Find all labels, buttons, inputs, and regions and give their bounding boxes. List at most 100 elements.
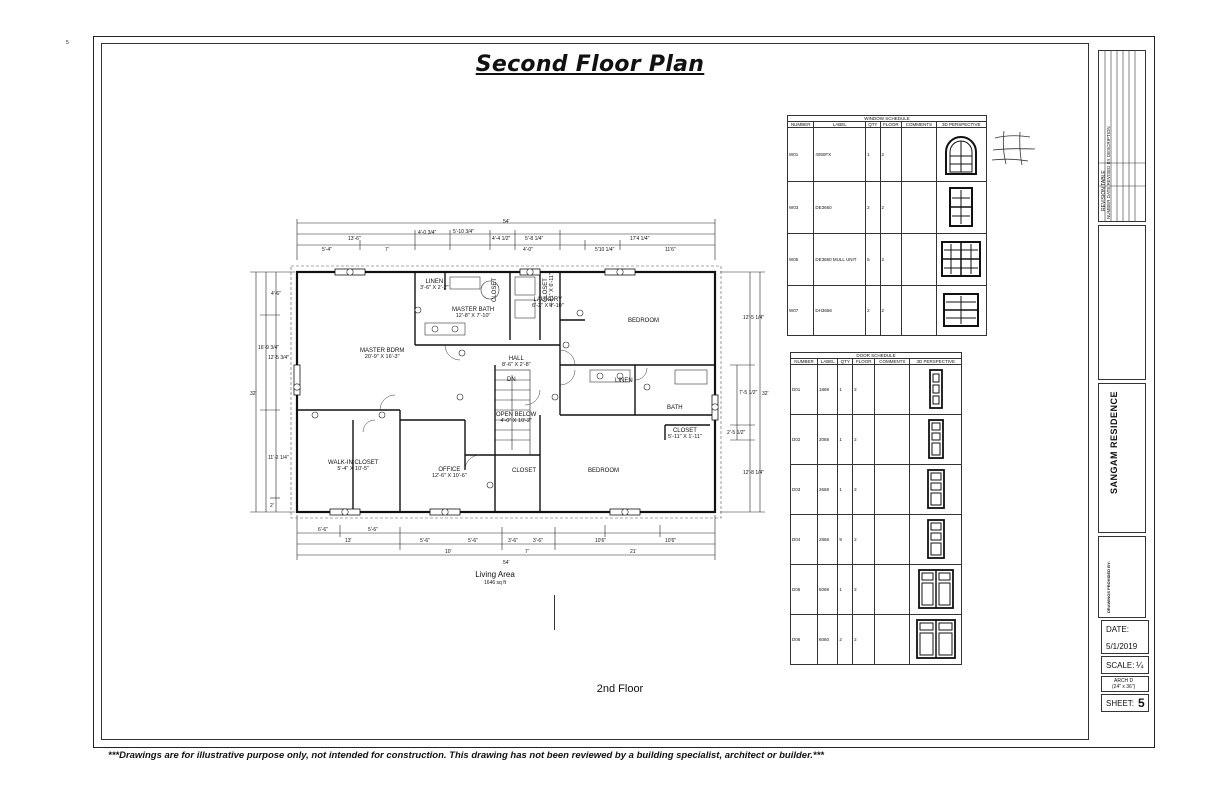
door-label: 5068 <box>816 564 839 615</box>
room-office: OFFICE 12'-6" X 10'-6" <box>432 467 467 479</box>
date-value: 5/1/2019 <box>1106 642 1138 651</box>
room-closet-small: CLOSET <box>492 278 498 302</box>
sheet-block: SHEET: 5 <box>1101 694 1149 712</box>
date-block: DATE: 5/1/2019 <box>1101 620 1149 654</box>
dim-left-5: 2' <box>270 503 274 509</box>
door-floor: 2 <box>852 414 876 465</box>
scale-label: SCALE: <box>1106 661 1135 670</box>
window-qty: 1 <box>865 127 881 182</box>
floor-plan-drawing <box>250 219 765 560</box>
window-perspective <box>935 233 988 286</box>
room-bedroom-1: BEDROOM <box>628 318 659 324</box>
room-name: WALK-IN CLOSET <box>328 460 379 466</box>
dim-top-r5: 11'6" <box>665 247 676 253</box>
door-qty: 1 <box>837 414 854 465</box>
panel-door-icon <box>926 519 945 559</box>
window-number: W03 <box>786 181 815 234</box>
door-comments <box>874 464 911 515</box>
mull-window-icon <box>941 241 982 277</box>
room-size: 8'-6" X 2'-8" <box>502 362 531 368</box>
door-perspective <box>909 464 962 515</box>
door-perspective <box>909 614 962 665</box>
drawings-by-block: DRAWINGS PROVIDED BY: <box>1098 536 1146 618</box>
room-size: 5'-4" X 10'-5" <box>337 466 370 472</box>
table-row: W05 DE3660 MULL UNIT 5 2 <box>786 233 988 286</box>
room-size: 4'-11" X 6'-11" <box>549 273 555 307</box>
dim-top-r4: 5'10 1/4" <box>595 247 615 253</box>
door-number: D01 <box>790 364 818 415</box>
door-perspective <box>909 564 962 615</box>
room-size: 12'-6" X 10'-6" <box>432 473 467 479</box>
table-row: W03 DE3660 2 2 <box>786 181 988 234</box>
door-label: 2068 <box>816 414 839 465</box>
arch-window-icon <box>945 136 978 175</box>
dim-bot-r5: 3'-6" <box>508 538 518 544</box>
room-name: CLOSET <box>512 468 537 474</box>
door-label: 2668 <box>816 464 839 515</box>
dim-bot-total: 54' <box>503 560 510 566</box>
paper-block: ARCH D (24" x 36") <box>1101 676 1149 692</box>
room-closet-1: CLOSET 4'-11" X 6'-11" <box>543 273 555 307</box>
window-label: DH3656 <box>813 285 867 336</box>
room-name: LAUNDRY <box>533 297 563 303</box>
room-laundry: LAUNDRY 6'-2" X 7'-10" <box>532 297 564 309</box>
door-qty: 1 <box>837 464 854 515</box>
double-hung-window-icon <box>949 187 974 227</box>
room-name: BEDROOM <box>628 318 660 324</box>
dim-bot-r3: 5'-6" <box>420 538 430 544</box>
window-perspective <box>935 285 988 336</box>
dim-bot-4: 21' <box>630 549 637 555</box>
dim-top-3: 5'-10 3/4" <box>453 229 475 235</box>
paper-label: ARCH D <box>1114 678 1134 684</box>
window-label: 4050FX <box>813 127 867 182</box>
scale-block: SCALE: ¼ <box>1101 656 1149 674</box>
door-label: 1868 <box>816 364 839 415</box>
date-label: DATE: <box>1106 625 1129 634</box>
room-hall: HALL 8'-6" X 2'-8" <box>502 356 531 368</box>
room-closet-3: CLOSET <box>512 468 536 474</box>
door-floor: 2 <box>852 564 876 615</box>
room-name: HALL <box>508 356 524 362</box>
revision-grid <box>1099 51 1145 221</box>
dim-top-total: 54' <box>503 219 510 225</box>
dim-left-2: 16'-9 3/4" <box>258 345 280 351</box>
room-name: MASTER BDRM <box>360 348 405 354</box>
room-walkin-closet: WALK-IN CLOSET 5'-4" X 10'-5" <box>328 460 378 472</box>
window-comments <box>901 127 937 182</box>
sheet-outer-border <box>93 36 1155 748</box>
door-perspective <box>909 414 962 465</box>
window-comments <box>901 285 937 336</box>
table-row: W01 4050FX 1 2 <box>786 127 988 182</box>
door-number: D03 <box>790 464 818 515</box>
blank-block <box>1098 225 1146 380</box>
room-name: OPEN BELOW <box>496 412 537 418</box>
dim-right-2: 7'-5 1/2" <box>739 390 758 396</box>
table-row: D03 2668 1 2 <box>790 464 962 515</box>
room-bedroom-2: BEDROOM <box>588 468 619 474</box>
dim-top-2: 4'-0 3/4" <box>418 230 437 236</box>
room-name: LINEN <box>615 378 633 384</box>
door-comments <box>874 564 911 615</box>
window-comments <box>901 181 937 234</box>
window-number: W05 <box>786 233 815 286</box>
door-floor: 2 <box>852 464 876 515</box>
room-linen-1: LINEN 3'-6" X 2'-2" <box>420 279 449 291</box>
door-number: D05 <box>790 564 818 615</box>
sheet-inner-border <box>101 43 1089 740</box>
window-qty: 2 <box>865 285 881 336</box>
panel-door-icon <box>927 419 944 459</box>
sketch-mark-icon <box>991 130 1036 166</box>
dim-left-1: 4'-6" <box>271 291 281 297</box>
dim-bot-r1: 6'-6" <box>318 527 328 533</box>
room-name: MASTER BATH <box>452 307 495 313</box>
dim-top-1: 13'-6" <box>348 236 361 242</box>
paper-size: (24" x 36") <box>1112 684 1136 690</box>
window-qty: 2 <box>865 181 881 234</box>
room-name: LINEN <box>425 279 444 285</box>
col-header: LABEL <box>816 358 839 365</box>
window-label: DE3660 MULL UNIT <box>813 233 867 286</box>
door-number: D06 <box>790 614 818 665</box>
dim-left-4: 11'-2 1/4" <box>268 455 289 461</box>
door-qty: 2 <box>837 614 854 665</box>
room-size: 12'-8" X 7'-10" <box>455 313 491 319</box>
